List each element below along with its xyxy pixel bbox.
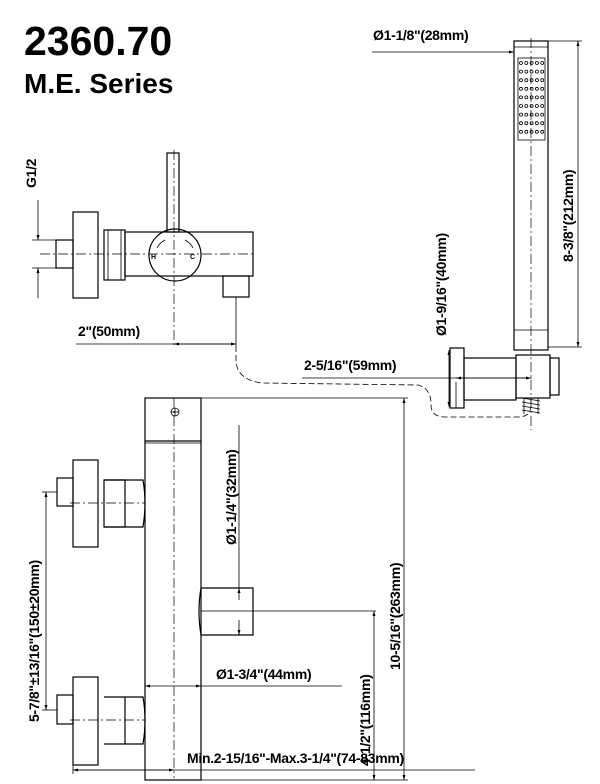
hand-shower: Ø1-1/8"(28mm) 8-3/8"(212mm) Ø1-9/16"(40m… bbox=[302, 27, 582, 430]
holder-projection-label: 2-5/16"(59mm) bbox=[304, 357, 396, 373]
body-diameter-label: Ø1-3/4"(44mm) bbox=[216, 666, 311, 682]
spray-nozzle bbox=[535, 129, 539, 134]
spray-nozzle bbox=[535, 104, 539, 108]
spray-face bbox=[517, 57, 546, 141]
spray-nozzle bbox=[519, 104, 523, 108]
spray-nozzle bbox=[524, 129, 529, 134]
spray-nozzle bbox=[519, 121, 523, 126]
temperature-dial bbox=[148, 228, 202, 282]
thread-label: G1/2 bbox=[23, 158, 39, 188]
cold-marking: C bbox=[190, 254, 195, 261]
series-name: M.E. Series bbox=[24, 68, 173, 99]
spray-nozzle bbox=[529, 86, 534, 91]
spray-nozzle bbox=[535, 121, 539, 126]
spray-nozzle bbox=[519, 86, 523, 91]
spray-nozzle bbox=[529, 78, 534, 83]
holder-diameter-label: Ø1-9/16"(40mm) bbox=[433, 233, 449, 336]
spray-nozzle bbox=[535, 69, 539, 74]
shower-length-label: 8-3/8"(212mm) bbox=[560, 170, 576, 262]
hot-marking: H bbox=[151, 254, 156, 261]
projection-label: Min.2-15/16"-Max.3-1/4"(74-83mm) bbox=[187, 750, 404, 766]
spray-nozzle bbox=[519, 129, 523, 134]
spray-nozzle bbox=[529, 112, 534, 117]
spray-nozzle bbox=[540, 86, 545, 91]
spray-nozzle bbox=[519, 69, 523, 74]
spray-nozzle bbox=[524, 86, 529, 91]
spray-nozzle bbox=[540, 61, 545, 65]
spray-nozzle bbox=[529, 95, 534, 100]
spray-nozzle bbox=[524, 112, 529, 117]
spout bbox=[198, 587, 254, 636]
inlet-centers-label: 5-7/8"±13/16"(150±20mm) bbox=[26, 560, 42, 722]
spray-nozzle bbox=[524, 95, 529, 100]
spray-nozzle bbox=[540, 69, 545, 74]
spray-nozzle bbox=[529, 129, 534, 134]
shower-hose bbox=[235, 346, 532, 418]
spray-nozzle bbox=[540, 104, 545, 108]
spray-nozzle bbox=[519, 61, 523, 65]
spray-nozzle bbox=[540, 78, 545, 83]
spray-nozzle bbox=[529, 121, 534, 126]
spray-nozzle bbox=[529, 104, 534, 108]
hose-connector-spring bbox=[521, 397, 541, 414]
spray-nozzle bbox=[524, 78, 529, 83]
mixer-top-view: H C G1/2 2"(50mm) bbox=[23, 150, 255, 346]
spray-nozzle bbox=[535, 86, 539, 91]
spray-nozzle bbox=[540, 112, 545, 117]
shower-diameter-label: Ø1-1/8"(28mm) bbox=[373, 27, 468, 43]
spray-nozzle bbox=[535, 112, 539, 117]
spray-nozzle bbox=[540, 129, 545, 134]
spray-nozzle bbox=[535, 78, 539, 83]
spray-nozzle bbox=[519, 112, 523, 117]
spout-diameter-label: Ø1-1/4"(32mm) bbox=[223, 450, 239, 545]
spray-nozzle bbox=[540, 121, 545, 126]
spray-nozzle bbox=[535, 95, 539, 100]
spray-nozzle bbox=[540, 95, 545, 100]
model-number: 2360.70 bbox=[24, 18, 172, 64]
spray-nozzle bbox=[529, 69, 534, 74]
mixer-front-view: Ø1-1/4"(32mm) Ø1-3/4"(44mm) 4-1/2"(116mm… bbox=[26, 397, 475, 781]
spray-nozzle bbox=[524, 121, 529, 126]
spray-nozzle bbox=[535, 61, 539, 65]
spray-nozzle bbox=[524, 104, 529, 108]
spout-height-label: 4-1/2"(116mm) bbox=[357, 675, 373, 766]
lever-handle bbox=[166, 152, 180, 233]
outlet-offset-label: 2"(50mm) bbox=[78, 323, 140, 339]
mixer-body bbox=[144, 397, 202, 781]
spray-nozzle bbox=[529, 61, 534, 65]
overall-height-label: 10-5/16"(263mm) bbox=[387, 563, 403, 670]
spray-nozzle bbox=[519, 78, 523, 83]
spray-nozzle bbox=[524, 61, 529, 65]
spray-nozzle bbox=[524, 69, 529, 74]
spray-nozzle bbox=[519, 95, 523, 100]
